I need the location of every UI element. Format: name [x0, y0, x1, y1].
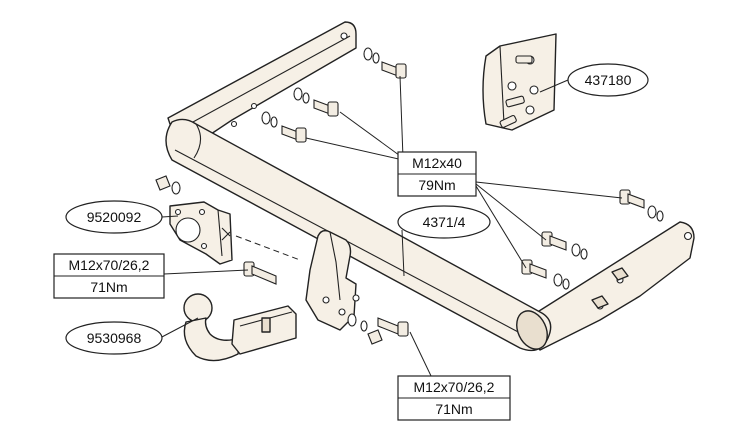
socket-plate-part: [169, 201, 233, 265]
upper-bolt-size: M12x40: [412, 155, 462, 171]
upper-bolt-torque: 79Nm: [418, 177, 455, 193]
left-bolt-torque: 71Nm: [90, 279, 127, 295]
leader-lines: [159, 75, 623, 379]
right-bolts: [521, 189, 664, 290]
socket-plate-dash: [235, 235, 301, 261]
label-bottom-bolt-spec: M12x70/26,2 71Nm: [397, 375, 511, 421]
towbar-number: 4371/4: [423, 214, 466, 230]
socket-plate-number: 9520092: [87, 209, 142, 225]
bottom-bolt-size: M12x70/26,2: [414, 379, 495, 395]
label-upper-bolt-spec: M12x40 79Nm: [397, 151, 477, 197]
bottom-bolt-torque: 71Nm: [435, 401, 472, 417]
label-left-bolt-spec: M12x70/26,2 71Nm: [53, 253, 165, 299]
bracket-kit-inset: [482, 33, 557, 131]
right-side-arm: [527, 221, 695, 351]
left-bolt-size: M12x70/26,2: [69, 257, 150, 273]
label-tow-ball: 9530968: [65, 321, 163, 355]
label-bracket-kit: 437180: [567, 63, 649, 97]
label-towbar: 4371/4: [397, 205, 491, 239]
cross-beam: [165, 118, 552, 352]
label-socket-plate: 9520092: [65, 200, 163, 234]
left-bolt: [155, 175, 277, 285]
tow-ball-part: [183, 293, 297, 362]
tow-ball-number: 9530968: [87, 330, 142, 346]
bracket-kit-number: 437180: [585, 72, 632, 88]
bottom-bolts: [347, 313, 409, 345]
upper-bolts: [261, 47, 407, 143]
